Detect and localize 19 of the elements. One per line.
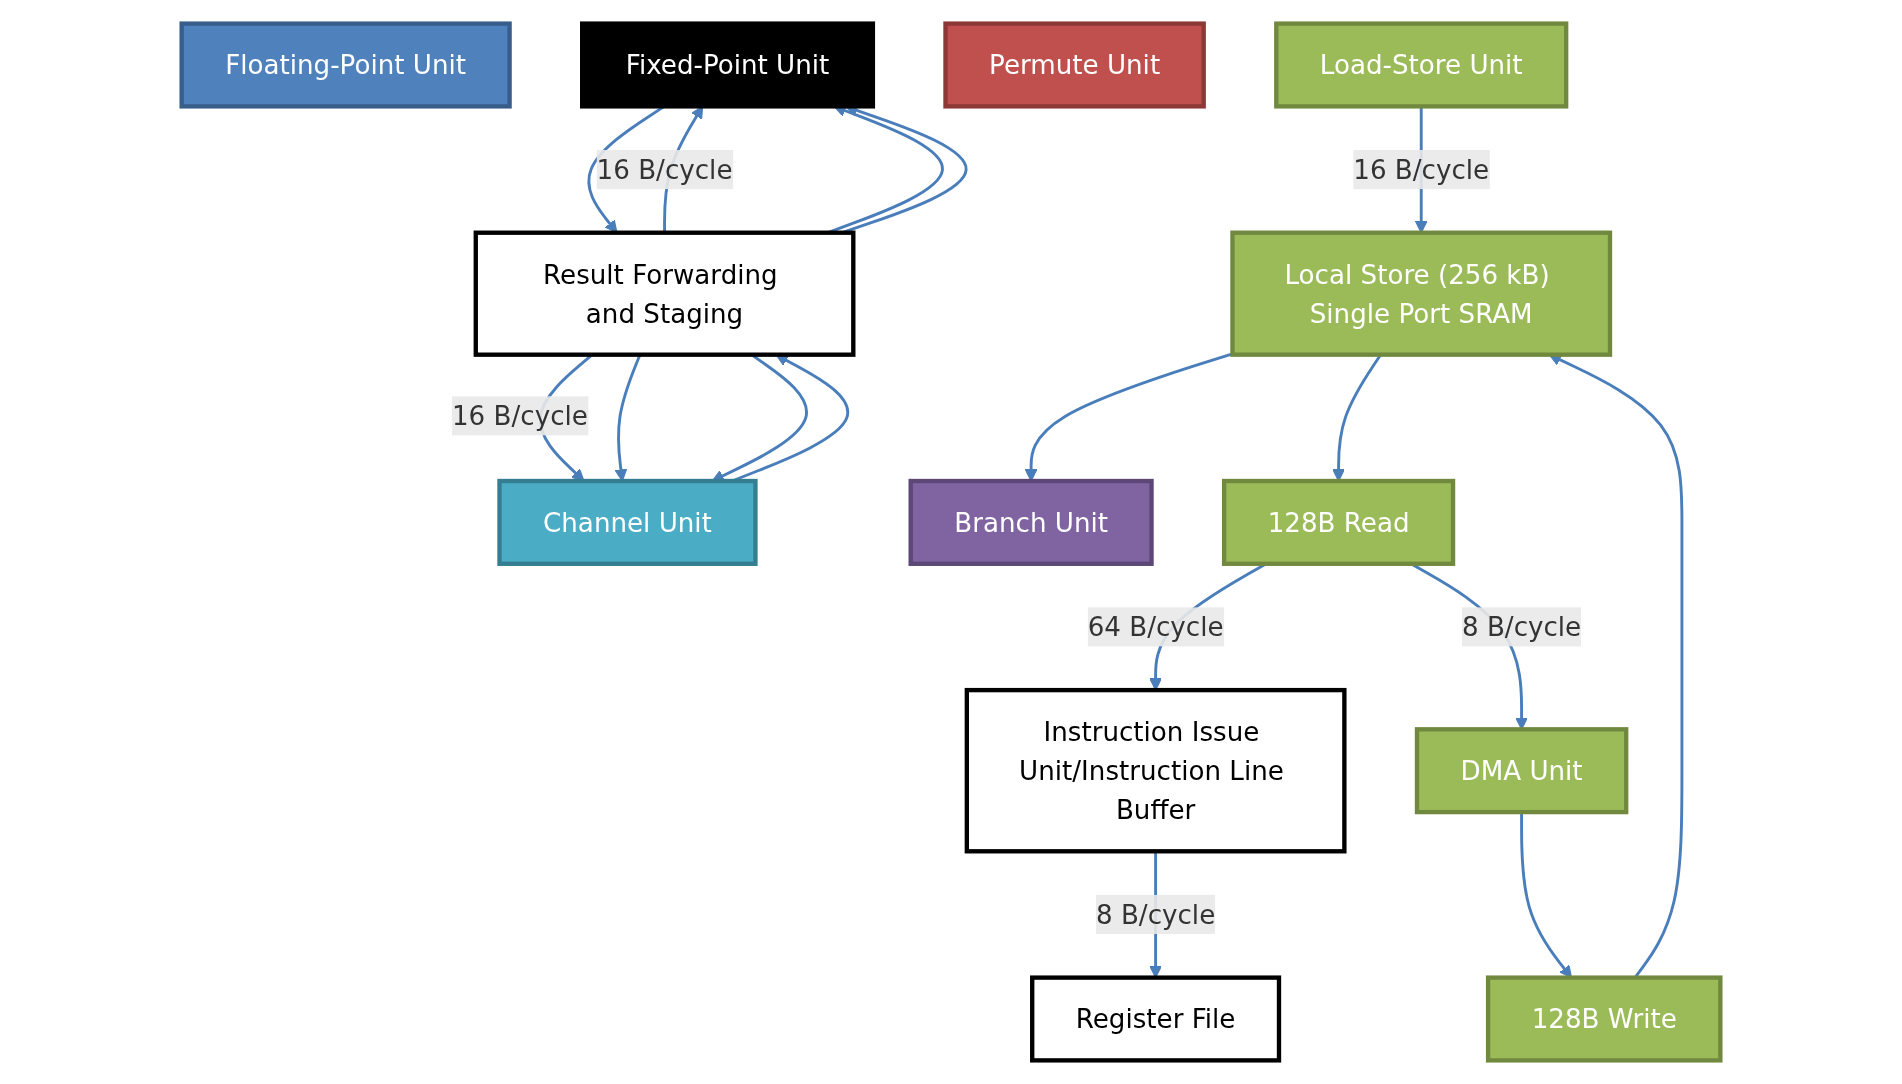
node-box: Branch Unit <box>908 478 1154 566</box>
edge-label: 16 B/cycle <box>596 154 733 185</box>
node-box: Permute Unit <box>943 21 1206 109</box>
edge-label: 16 B/cycle <box>1353 154 1490 185</box>
node-box: Instruction Issue Unit/Instruction Line Buffer <box>964 687 1347 854</box>
node-box: 128B Write <box>1485 975 1723 1063</box>
node-box: Result Forwarding and Staging <box>473 230 856 357</box>
edge-label: 8 B/cycle <box>1095 899 1216 930</box>
edge-label: 16 B/cycle <box>451 400 588 432</box>
node-box: Fixed-Point Unit <box>580 21 876 109</box>
edge-label: 8 B/cycle <box>1461 611 1582 643</box>
edge-label: 64 B/cycle <box>1087 611 1224 643</box>
node-box: Channel Unit <box>497 478 758 566</box>
node-box: Floating-Point Unit <box>179 21 512 109</box>
node-box: Load-Store Unit <box>1274 21 1569 109</box>
node-box: Local Store (256 kB) Single Port SRAM <box>1230 230 1613 357</box>
node-box: 128B Read <box>1221 478 1456 566</box>
node-box: DMA Unit <box>1414 727 1629 815</box>
node-box: Register File <box>1030 975 1282 1063</box>
